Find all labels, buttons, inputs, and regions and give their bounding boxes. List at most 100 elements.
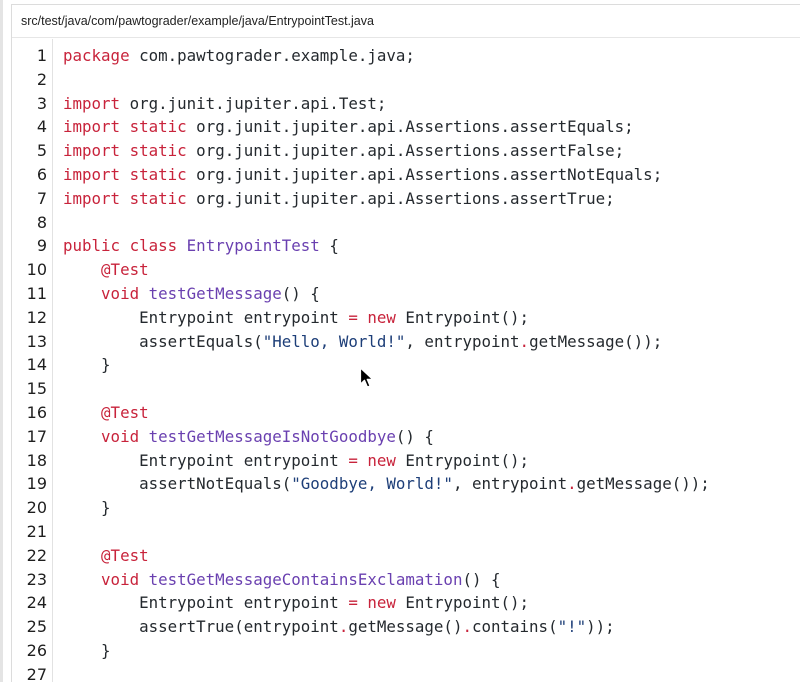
code-token: assertEquals( <box>63 331 263 351</box>
code-token: { <box>319 236 339 256</box>
code-token: assertTrue(entrypoint <box>63 617 339 637</box>
code-token: () { <box>281 284 320 303</box>
declaration-name-token: EntrypointTest <box>186 236 320 256</box>
line-number: 7 <box>36 188 47 208</box>
code-line[interactable]: 27 <box>12 663 800 682</box>
code-token <box>139 284 149 303</box>
code-token: contains( <box>471 617 558 637</box>
code-token: assertNotEquals( <box>63 474 292 494</box>
code-line[interactable]: 8 <box>12 211 800 235</box>
keyword-token: import <box>63 141 121 161</box>
operator-token: . <box>567 474 577 494</box>
line-number: 17 <box>26 426 47 446</box>
keyword-token: new <box>367 450 396 470</box>
operator-token: . <box>519 331 530 351</box>
code-token: com.pawtograder.example.java; <box>129 46 415 65</box>
line-number: 13 <box>26 331 47 351</box>
string-literal-token: "Goodbye, World!" <box>291 474 453 494</box>
code-line-text: import static org.junit.jupiter.api.Asse… <box>63 115 634 139</box>
declaration-name-token: testGetMessageIsNotGoodbye <box>148 426 396 446</box>
code-line-text: } <box>63 639 111 663</box>
code-token: Entrypoint entrypoint <box>63 593 349 613</box>
keyword-token: @Test <box>101 403 149 422</box>
code-line-text: public class EntrypointTest { <box>63 234 339 258</box>
keyword-token: void <box>101 569 140 589</box>
keyword-token: new <box>367 307 396 327</box>
keyword-token: class <box>129 236 178 256</box>
code-token: } <box>63 498 111 518</box>
code-token <box>139 570 149 589</box>
operator-token: = <box>348 450 358 470</box>
code-line-text: @Test <box>63 544 149 568</box>
code-token: getMessage()); <box>529 331 663 351</box>
declaration-name-token: testGetMessage <box>148 284 282 303</box>
line-number: 9 <box>36 236 47 256</box>
code-token: )); <box>586 617 615 637</box>
string-literal-token: "Hello, World!" <box>262 331 406 351</box>
code-line[interactable]: 25 assertTrue(entrypoint.getMessage().co… <box>12 615 800 639</box>
line-number: 5 <box>36 141 47 161</box>
code-line[interactable]: 7 import static org.junit.jupiter.api.Ass… <box>12 187 800 211</box>
keyword-token: static <box>129 117 187 137</box>
line-number: 2 <box>36 69 47 89</box>
code-line[interactable]: 10 @Test <box>12 258 800 282</box>
keyword-token: import <box>63 188 121 208</box>
code-line[interactable]: 2 <box>12 68 800 92</box>
code-token <box>120 189 130 208</box>
code-line[interactable]: 23 void testGetMessageContainsExclamatio… <box>12 568 800 592</box>
code-token: org.junit.jupiter.api.Assertions.assertN… <box>186 165 663 184</box>
code-token <box>177 236 187 255</box>
code-token <box>358 451 368 470</box>
keyword-token: public <box>63 236 121 256</box>
keyword-token: import <box>63 117 121 137</box>
code-line[interactable]: 14 } <box>12 353 800 377</box>
code-line-text: @Test <box>63 401 149 425</box>
code-line[interactable]: 16 @Test <box>12 401 800 425</box>
code-token: getMessage()); <box>576 474 710 494</box>
line-number: 25 <box>26 617 47 637</box>
code-line[interactable]: 15 <box>12 377 800 401</box>
code-line-text: import static org.junit.jupiter.api.Asse… <box>63 163 662 187</box>
code-token <box>358 593 368 612</box>
code-line-text: } <box>63 353 111 377</box>
code-line[interactable]: 18 Entrypoint entrypoint = new Entrypoin… <box>12 449 800 473</box>
keyword-token: package <box>63 46 130 65</box>
code-line[interactable]: 19 assertNotEquals("Goodbye, World!", en… <box>12 472 800 496</box>
code-line[interactable]: 22 @Test <box>12 544 800 568</box>
operator-token: . <box>462 617 472 637</box>
code-token: Entrypoint entrypoint <box>63 307 349 327</box>
line-number: 24 <box>26 593 47 613</box>
code-token: Entrypoint(); <box>395 307 530 327</box>
code-token: Entrypoint(); <box>395 593 530 613</box>
code-token <box>120 165 130 184</box>
code-line-text: void testGetMessageIsNotGoodbye() { <box>63 425 434 449</box>
code-line-text: Entrypoint entrypoint = new Entrypoint()… <box>63 591 529 615</box>
keyword-token: static <box>129 188 187 208</box>
code-line-text: assertEquals("Hello, World!", entrypoint… <box>63 330 662 354</box>
line-number: 11 <box>26 284 47 303</box>
code-line[interactable]: 24 Entrypoint entrypoint = new Entrypoin… <box>12 591 800 615</box>
code-token <box>63 260 101 279</box>
line-number: 19 <box>26 474 47 494</box>
code-line-text: } <box>63 496 111 520</box>
line-number: 22 <box>26 545 47 565</box>
code-token: } <box>63 355 111 375</box>
code-token <box>63 570 101 589</box>
code-token <box>63 403 101 422</box>
code-line[interactable]: 26 } <box>12 639 800 663</box>
code-token: org.junit.jupiter.api.Assertions.assertT… <box>186 188 615 208</box>
code-line[interactable]: 17 void testGetMessageIsNotGoodbye() { <box>12 425 800 449</box>
code-line[interactable]: 21 <box>12 520 800 544</box>
code-line[interactable]: 9 public class EntrypointTest { <box>12 234 800 258</box>
code-line[interactable]: 12 Entrypoint entrypoint = new Entrypoin… <box>12 306 800 330</box>
code-line[interactable]: 20 } <box>12 496 800 520</box>
code-line[interactable]: 11 void testGetMessage() { <box>12 282 800 306</box>
code-line[interactable]: 13 assertEquals("Hello, World!", entrypo… <box>12 330 800 354</box>
